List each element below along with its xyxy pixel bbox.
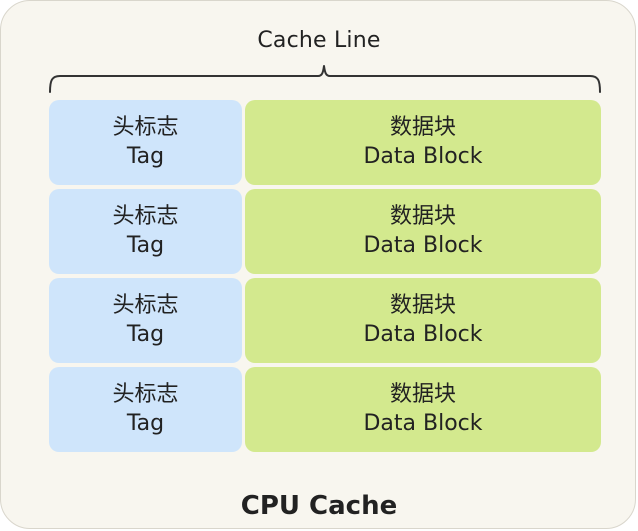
- data-block-label-en: Data Block: [363, 143, 483, 169]
- tag-label-cn: 头标志: [112, 293, 179, 319]
- cache-line-row: 头标志 Tag 数据块 Data Block: [49, 278, 601, 363]
- cache-line-row: 头标志 Tag 数据块 Data Block: [49, 367, 601, 452]
- data-block-label-cn: 数据块: [389, 293, 456, 319]
- cache-line-label: Cache Line: [257, 28, 381, 53]
- tag-label-en: Tag: [126, 143, 165, 169]
- data-block-label-en: Data Block: [363, 410, 483, 436]
- data-block-label-en: Data Block: [363, 321, 483, 347]
- tag-cell: 头标志 Tag: [49, 100, 242, 185]
- tag-cell: 头标志 Tag: [49, 189, 242, 274]
- cache-lines: 头标志 Tag 数据块 Data Block 头标志 Tag 数据块 Data …: [49, 100, 601, 456]
- tag-label-cn: 头标志: [112, 382, 179, 408]
- data-block-cell: 数据块 Data Block: [245, 367, 601, 452]
- tag-label-en: Tag: [126, 410, 165, 436]
- tag-label-en: Tag: [126, 321, 165, 347]
- data-block-label-cn: 数据块: [389, 382, 456, 408]
- cache-line-brace: [49, 65, 601, 93]
- diagram-title: CPU Cache: [240, 491, 398, 521]
- cache-line-row: 头标志 Tag 数据块 Data Block: [49, 189, 601, 274]
- cache-line-row: 头标志 Tag 数据块 Data Block: [49, 100, 601, 185]
- tag-label-cn: 头标志: [112, 115, 179, 141]
- data-block-label-en: Data Block: [363, 232, 483, 258]
- tag-cell: 头标志 Tag: [49, 367, 242, 452]
- data-block-label-cn: 数据块: [389, 204, 456, 230]
- tag-label-en: Tag: [126, 232, 165, 258]
- data-block-label-cn: 数据块: [389, 115, 456, 141]
- tag-label-cn: 头标志: [112, 204, 179, 230]
- tag-cell: 头标志 Tag: [49, 278, 242, 363]
- data-block-cell: 数据块 Data Block: [245, 100, 601, 185]
- data-block-cell: 数据块 Data Block: [245, 189, 601, 274]
- data-block-cell: 数据块 Data Block: [245, 278, 601, 363]
